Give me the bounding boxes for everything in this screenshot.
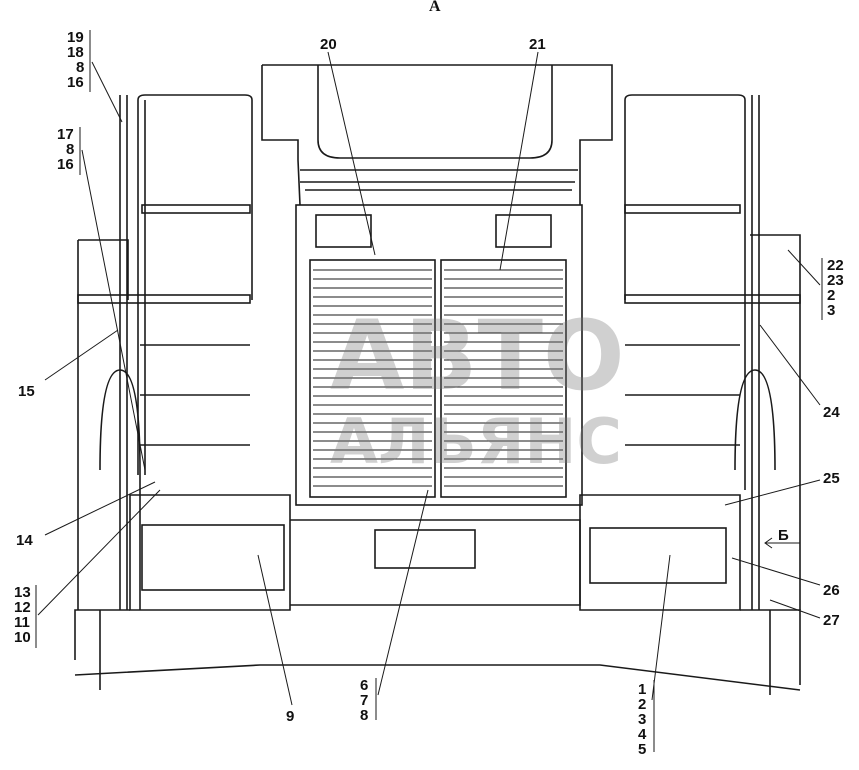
callout-21: 21 bbox=[529, 36, 546, 53]
cab-window bbox=[317, 139, 553, 159]
callout-25: 25 bbox=[823, 470, 840, 487]
left-step-2 bbox=[77, 294, 251, 304]
front-bumper bbox=[290, 519, 581, 606]
left-handrail-post bbox=[137, 100, 146, 475]
ground-line bbox=[74, 664, 801, 691]
callout: 11 bbox=[14, 614, 30, 631]
right-grille-panel bbox=[440, 259, 567, 498]
leader-20 bbox=[327, 51, 376, 256]
view-label: A bbox=[429, 0, 441, 15]
callout: 12 bbox=[14, 599, 31, 616]
tow-plate bbox=[374, 529, 476, 569]
callout-15: 15 bbox=[18, 383, 35, 400]
leader-15 bbox=[44, 329, 119, 381]
callout: 17 bbox=[57, 126, 74, 143]
right-ladder-rungs bbox=[625, 344, 740, 446]
right-battery-box bbox=[579, 494, 741, 611]
callout-stack-center: 6 7 8 bbox=[360, 678, 368, 723]
callout: 2 bbox=[827, 287, 836, 304]
callout: 16 bbox=[67, 74, 84, 91]
left-handrail-top bbox=[137, 94, 253, 300]
cab-pillars bbox=[317, 65, 553, 140]
callout-26: 26 bbox=[823, 582, 840, 599]
leader-center-stack bbox=[375, 489, 429, 720]
callout: 6 bbox=[360, 677, 369, 694]
grille-slats bbox=[313, 269, 563, 487]
left-ladder-rungs bbox=[140, 344, 250, 446]
callout: 22 bbox=[827, 257, 844, 274]
callout-9: 9 bbox=[286, 708, 295, 725]
cab-left-edge bbox=[261, 65, 301, 206]
callout-stack-top-left-b: 17 8 16 bbox=[57, 127, 74, 172]
roof-slats bbox=[300, 169, 578, 191]
callout-stack-bottom-right: 1 2 3 4 5 bbox=[638, 682, 646, 757]
left-loop-handle bbox=[99, 369, 141, 610]
leader-bottom-right-stack bbox=[651, 554, 671, 752]
right-step-1 bbox=[624, 204, 741, 214]
leader-27 bbox=[769, 599, 821, 619]
machine-outline bbox=[74, 64, 801, 695]
callout: 2 bbox=[638, 696, 647, 713]
leader-25 bbox=[724, 479, 821, 506]
leader-24 bbox=[759, 324, 821, 406]
right-fender bbox=[750, 234, 801, 610]
callout: 16 bbox=[57, 156, 74, 173]
callout: 5 bbox=[638, 741, 647, 758]
leader-lines bbox=[35, 30, 823, 752]
left-grille-panel bbox=[309, 259, 436, 498]
right-loop-handle bbox=[734, 369, 776, 471]
callout-stack-bottom-left: 13 12 11 10 bbox=[14, 585, 31, 645]
leader-21 bbox=[499, 51, 539, 271]
leader-top-left-b bbox=[79, 127, 146, 471]
hanging-chains bbox=[99, 610, 771, 695]
callout-stack-right: 22 23 2 3 bbox=[827, 258, 844, 318]
right-battery-lid bbox=[589, 527, 727, 584]
callout: 7 bbox=[360, 692, 369, 709]
left-battery-box bbox=[129, 494, 291, 611]
right-handrail-top bbox=[624, 94, 746, 490]
callout-stack-top-left-a: 19 18 8 16 bbox=[67, 30, 84, 90]
callout-24: 24 bbox=[823, 404, 840, 421]
leader-top-left-a bbox=[89, 30, 123, 123]
watermark-line1: АВТО bbox=[330, 300, 625, 412]
cab-top bbox=[262, 64, 613, 205]
callout: 3 bbox=[827, 302, 836, 319]
leader-right-stack bbox=[787, 249, 823, 320]
left-light-box bbox=[315, 214, 372, 248]
right-light-box bbox=[495, 214, 552, 248]
right-grab-bar bbox=[751, 95, 760, 610]
callout-20: 20 bbox=[320, 36, 337, 53]
left-grab-bar bbox=[119, 95, 128, 610]
callout: 3 bbox=[638, 711, 647, 728]
watermark-line2: АЛЬЯНС bbox=[330, 405, 622, 478]
callout: 19 bbox=[67, 29, 84, 46]
callout: 4 bbox=[638, 726, 647, 743]
leader-14 bbox=[44, 481, 156, 536]
callout-27: 27 bbox=[823, 612, 840, 629]
left-step-1 bbox=[141, 204, 251, 214]
callout: 8 bbox=[360, 707, 369, 724]
callout: 10 bbox=[14, 629, 31, 646]
callout: 1 bbox=[638, 681, 647, 698]
leader-26 bbox=[731, 557, 821, 586]
callout: 8 bbox=[76, 59, 85, 76]
callout: 23 bbox=[827, 272, 844, 289]
left-fender bbox=[77, 239, 129, 610]
right-step-2 bbox=[624, 294, 801, 304]
radiator-housing bbox=[295, 204, 583, 506]
lower-frame bbox=[74, 609, 801, 685]
direction-arrow bbox=[764, 537, 800, 549]
leader-9 bbox=[257, 554, 293, 706]
callout: 18 bbox=[67, 44, 84, 61]
callout-14: 14 bbox=[16, 532, 33, 549]
leader-bottom-left-stack bbox=[35, 489, 161, 648]
left-battery-lid bbox=[141, 524, 285, 591]
callout: 13 bbox=[14, 584, 31, 601]
callout: 8 bbox=[66, 141, 75, 158]
direction-label: Б bbox=[778, 527, 789, 544]
